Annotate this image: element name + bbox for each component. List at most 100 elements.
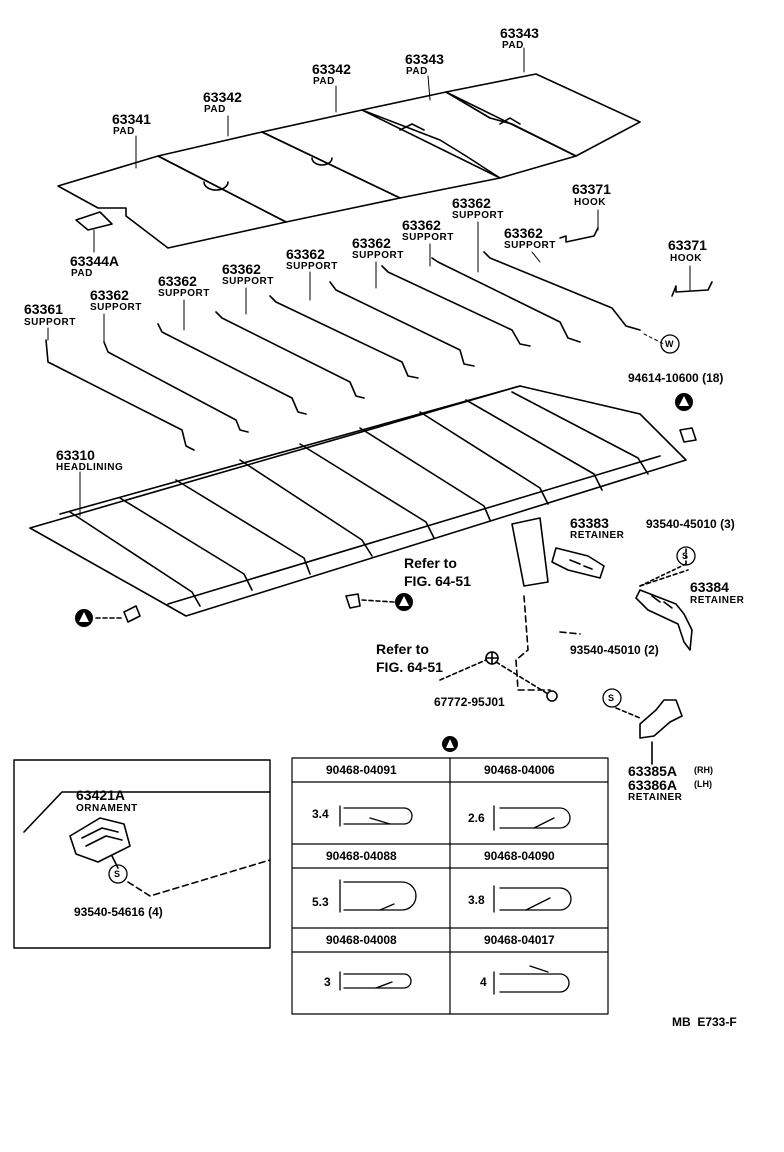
- retainer-63383: [551, 547, 605, 579]
- clip-drawings: [339, 805, 572, 995]
- hook-b-name: HOOK: [670, 253, 702, 264]
- support-63361-name: SUPPORT: [24, 317, 76, 328]
- support-1-name: SUPPORT: [90, 302, 142, 313]
- pad-63343-rear: [445, 73, 641, 157]
- clip-cell-5-dim: 4: [480, 975, 487, 989]
- pad-63341-name: PAD: [113, 126, 135, 137]
- hook-a-num: 63371: [572, 181, 611, 197]
- s-symbol-icon: [676, 546, 696, 566]
- retainer-63385A-name: RETAINER: [628, 792, 683, 803]
- refer-to-2-line2: FIG. 64-51: [376, 659, 443, 675]
- support-7-num: 63362: [452, 195, 491, 211]
- pad-63344A-name: PAD: [71, 268, 93, 279]
- support-8-name: SUPPORT: [504, 240, 556, 251]
- pad-63343-front-name: PAD: [406, 66, 428, 77]
- hook-b-num: 63371: [668, 237, 707, 253]
- pad-63342-rear: [261, 109, 501, 199]
- support-3-name: SUPPORT: [222, 276, 274, 287]
- clip-cell-4-dim: 3: [324, 975, 331, 989]
- clip-w-part: 94614-10600 (18): [628, 371, 724, 385]
- clip-cell-3-dim: 3.8: [468, 893, 485, 907]
- clip-cell-0-part: 90468-04091: [326, 763, 397, 777]
- clip-cell-3-part: 90468-04090: [484, 849, 555, 863]
- clip-marker-left: [95, 605, 141, 623]
- retainer-63383-num: 63383: [570, 515, 609, 531]
- ornament-name: ORNAMENT: [76, 803, 138, 814]
- retainer-63385A: [615, 699, 683, 765]
- fastener-67772: [439, 651, 558, 702]
- refer-to-1-line1: Refer to: [404, 555, 457, 571]
- ornament-screw-part: 93540-54616 (4): [74, 905, 163, 919]
- pad-63342-rear-num: 63342: [312, 61, 351, 77]
- hook-a-name: HOOK: [574, 197, 606, 208]
- support-5-num: 63362: [352, 235, 391, 251]
- screw-s2-part: 93540-45010 (2): [570, 643, 659, 657]
- pad-63341-num: 63341: [112, 111, 151, 127]
- hook-63371-a: [559, 227, 599, 243]
- clip-cell-0-dim: 3.4: [312, 807, 329, 821]
- retainer-63384-name: RETAINER: [690, 595, 745, 606]
- support-rods: [45, 251, 641, 451]
- retainer-63386A-side: (LH): [694, 779, 712, 789]
- figure-code: MB E733-F: [672, 1015, 737, 1029]
- clip-cell-2-part: 90468-04088: [326, 849, 397, 863]
- pad-63343-rear-name: PAD: [502, 40, 524, 51]
- s-symbol-icon: [602, 688, 622, 708]
- retainer-63384: [635, 569, 693, 651]
- pad-63342-front: [157, 131, 401, 223]
- support-63361-num: 63361: [24, 301, 63, 317]
- headlining-63310: [29, 385, 687, 617]
- screw-s1-symbol: S: [682, 551, 689, 561]
- ornament-num: 63421A: [76, 787, 126, 803]
- headlining-num: 63310: [56, 447, 95, 463]
- pillar-trim: [511, 517, 581, 691]
- clip-marker-center: [345, 593, 395, 609]
- pad-63344A: [75, 211, 113, 231]
- retainer-63385A-num: 63385A: [628, 763, 678, 779]
- retainer-63383-name: RETAINER: [570, 530, 625, 541]
- pad-63343-rear-num: 63343: [500, 25, 539, 41]
- pad-63344A-num: 63344A: [70, 253, 120, 269]
- support-2-num: 63362: [158, 273, 197, 289]
- ornament-inset: [13, 759, 271, 949]
- pad-63343-front-num: 63343: [405, 51, 444, 67]
- screw-s2-symbol: S: [608, 693, 615, 703]
- w-symbol-icon: [660, 334, 680, 354]
- clip-cell-2-dim: 5.3: [312, 895, 329, 909]
- triangle-icon: [675, 393, 693, 411]
- support-4-num: 63362: [286, 246, 325, 262]
- triangle-icon: [395, 593, 413, 611]
- pad-63342-rear-name: PAD: [313, 76, 335, 87]
- screw-s1: [639, 545, 687, 587]
- clip-cell-1-part: 90468-04006: [484, 763, 555, 777]
- clip-cell-1-dim: 2.6: [468, 811, 485, 825]
- support-1-num: 63362: [90, 287, 129, 303]
- screw-s1-part: 93540-45010 (3): [646, 517, 735, 531]
- support-6-name: SUPPORT: [402, 232, 454, 243]
- support-7-name: SUPPORT: [452, 210, 504, 221]
- support-2-name: SUPPORT: [158, 288, 210, 299]
- clip-cell-4-part: 90468-04008: [326, 933, 397, 947]
- clip-cell-5-part: 90468-04017: [484, 933, 555, 947]
- refer-to-2-line1: Refer to: [376, 641, 429, 657]
- pad-63342-front-name: PAD: [204, 104, 226, 115]
- triangle-icon: [442, 736, 458, 752]
- triangle-icon: [75, 609, 93, 627]
- fastener-67772-part: 67772-95J01: [434, 695, 505, 709]
- s-symbol-icon: [108, 864, 128, 884]
- triangle-markers: [75, 393, 693, 752]
- support-6-num: 63362: [402, 217, 441, 233]
- clip-table: [291, 757, 609, 1015]
- retainer-63384-num: 63384: [690, 579, 729, 595]
- headlining-name: HEADLINING: [56, 462, 124, 473]
- support-8-num: 63362: [504, 225, 543, 241]
- leader-lines: [47, 47, 691, 517]
- support-3-num: 63362: [222, 261, 261, 277]
- support-5-name: SUPPORT: [352, 250, 404, 261]
- clip-w-symbol: W: [665, 339, 674, 349]
- support-4-name: SUPPORT: [286, 261, 338, 272]
- ornament-screw-symbol: S: [114, 869, 121, 879]
- pad-63341: [57, 155, 287, 249]
- refer-to-1-line2: FIG. 64-51: [404, 573, 471, 589]
